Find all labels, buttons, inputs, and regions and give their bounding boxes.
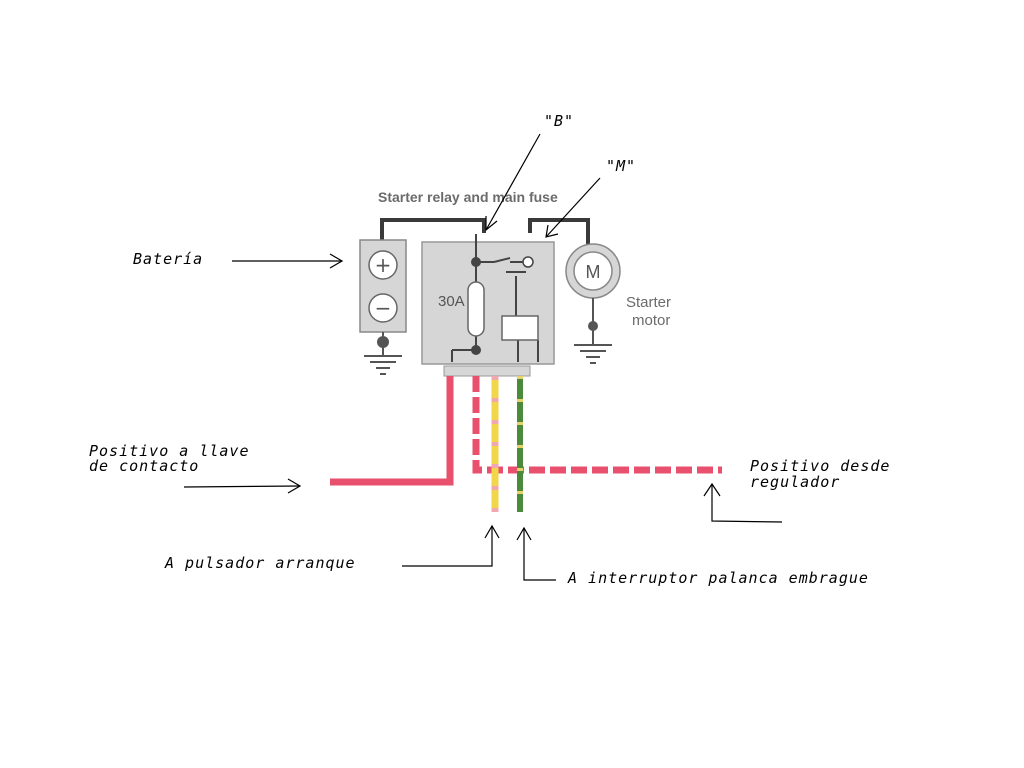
fuse-icon <box>467 281 485 337</box>
motor-ground-icon <box>574 344 612 364</box>
annotation-interruptor: A interruptor palanca embrague <box>567 569 869 587</box>
annotation-positivo-llave-2: de contacto <box>89 457 199 475</box>
red-wire-ignition <box>330 376 454 486</box>
battery: + − <box>359 239 407 333</box>
annotation-terminal-b: "B" <box>544 112 574 130</box>
annotation-bateria: Batería <box>133 250 203 268</box>
motor-letter: M <box>586 262 601 282</box>
wires <box>330 376 722 512</box>
starter-motor: M Starter motor <box>565 243 671 364</box>
battery-ground-icon <box>364 332 402 375</box>
annotation-terminal-m: "M" <box>606 157 636 175</box>
annotation-positivo-llave-1: Positivo a llave <box>89 442 250 460</box>
fuse-label: 30A <box>438 293 465 310</box>
battery-plus-icon: + <box>375 253 392 277</box>
annotation-positivo-regulador-2: regulador <box>750 473 840 491</box>
annotation-positivo-regulador-1: Positivo desde <box>750 457 890 475</box>
motor-label-line1: Starter <box>626 294 671 311</box>
motor-label-line2: motor <box>632 312 670 329</box>
top-cables <box>380 218 590 248</box>
relay-box: 30A <box>421 234 555 377</box>
battery-minus-icon: − <box>375 296 392 320</box>
annotation-arrows <box>183 133 783 581</box>
relay-coil-icon <box>501 315 539 341</box>
annotation-pulsador: A pulsador arranque <box>164 554 356 572</box>
relay-header-label: Starter relay and main fuse <box>378 189 558 205</box>
red-white-wire-regulator <box>472 376 722 474</box>
